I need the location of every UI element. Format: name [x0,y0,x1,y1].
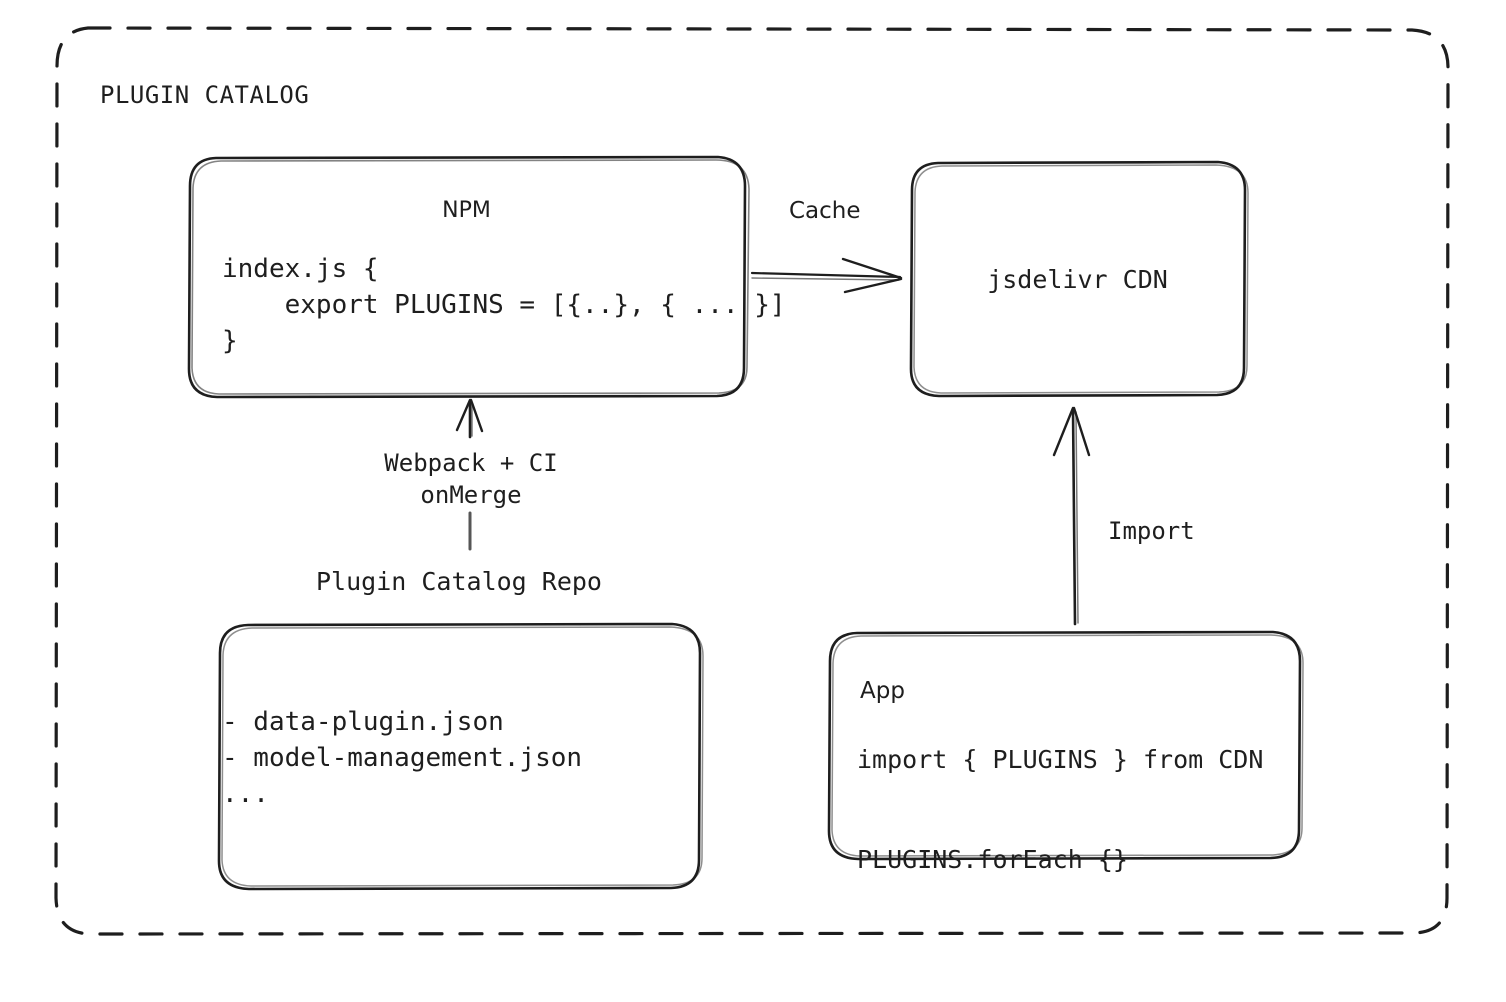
build-edge [455,398,484,551]
import-edge-label: Import [1108,517,1195,545]
cdn-node-outline [909,160,1249,398]
group-title: PLUGIN CATALOG [100,81,310,109]
npm-node-title: NPM [442,198,491,223]
cache-edge [750,257,903,294]
npm-node-outline [187,155,750,399]
group-boundary [54,26,1450,936]
app-node-code: import { PLUGINS } from CDN PLUGINS.forE… [857,745,1264,874]
repo-node-items: - data-plugin.json - model-management.js… [222,707,583,809]
app-node-outline [827,630,1304,861]
repo-node-caption: Plugin Catalog Repo [316,567,602,596]
app-node-title: App [860,678,905,704]
repo-node-outline [217,622,704,891]
cdn-node-title: jsdelivr CDN [987,265,1168,294]
npm-node-code: index.js { export PLUGINS = [{..}, { ...… [222,254,786,356]
cache-edge-label: Cache [789,198,861,224]
import-edge [1052,406,1091,626]
build-edge-label: Webpack + CI onMerge [384,449,558,510]
